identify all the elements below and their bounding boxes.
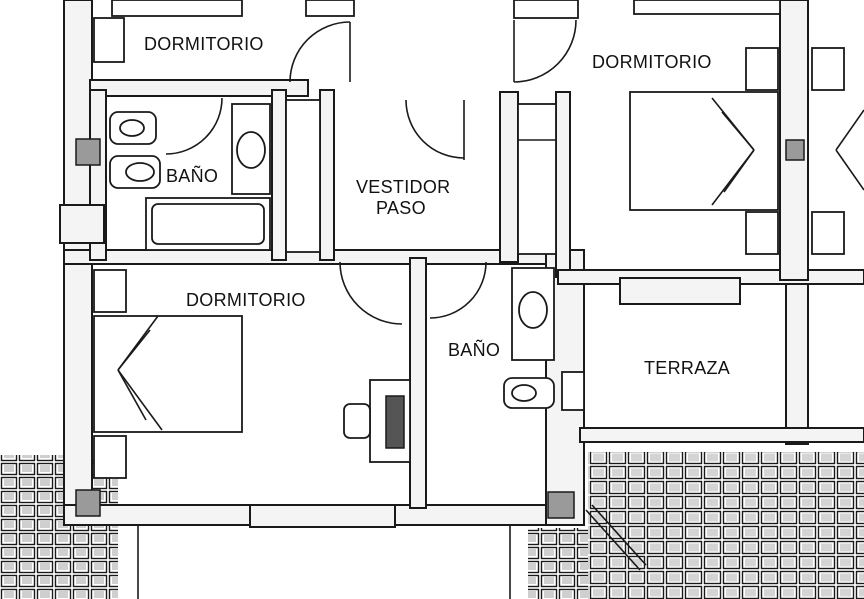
bathroom-fixtures-right [503,267,585,411]
label-dormitorio-top-left: DORMITORIO [144,34,264,54]
walls [59,0,864,528]
desk [343,379,411,463]
label-bano-right: BAÑO [448,339,500,360]
bed-main [93,269,243,479]
roof-tiles-left [0,455,118,599]
doors [165,19,577,325]
label-dormitorio-top-right: DORMITORIO [592,52,712,72]
label-vestidor: VESTIDOR [356,177,450,197]
label-dormitorio-main: DORMITORIO [186,290,306,310]
columns [75,138,805,519]
label-bano-left: BAÑO [166,165,218,186]
bed-top-right [629,47,864,255]
label-terraza: TERRAZA [644,358,730,378]
roof-tiles-right [588,452,864,599]
label-paso: PASO [376,198,426,218]
lower-openings [137,504,647,599]
bathroom-fixtures-left [109,103,271,251]
bed-top-left-fragment [93,0,781,63]
closets [285,99,557,255]
